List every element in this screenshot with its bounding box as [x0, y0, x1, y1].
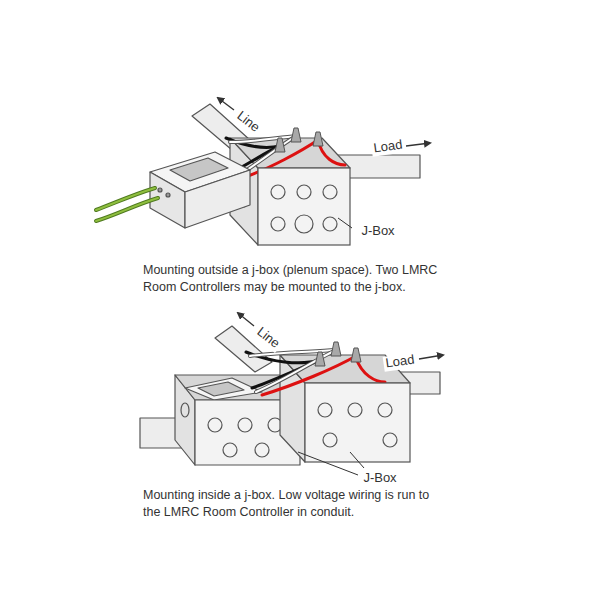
low-voltage-wires	[96, 188, 158, 221]
room-controller	[185, 378, 262, 400]
leader-line	[298, 452, 364, 475]
part-label: J-Box	[361, 471, 398, 486]
jbox-front	[258, 168, 350, 245]
wire-nuts	[275, 128, 323, 152]
knockouts	[318, 403, 397, 447]
room-controller-cover	[198, 382, 244, 396]
knockouts	[181, 403, 282, 457]
room-controller	[150, 152, 250, 228]
direction-label: Load	[383, 352, 418, 371]
direction-label: Load	[371, 137, 406, 156]
knockouts	[240, 185, 337, 233]
jbox-front	[305, 383, 410, 462]
figure-caption: Mounting outside a j-box (plenum space).…	[143, 262, 448, 296]
leader-line	[338, 218, 352, 228]
wire-nuts	[315, 342, 361, 366]
figure-caption: Mounting inside a j-box. Low voltage wir…	[143, 487, 448, 521]
part-label: J-Box	[359, 224, 396, 239]
